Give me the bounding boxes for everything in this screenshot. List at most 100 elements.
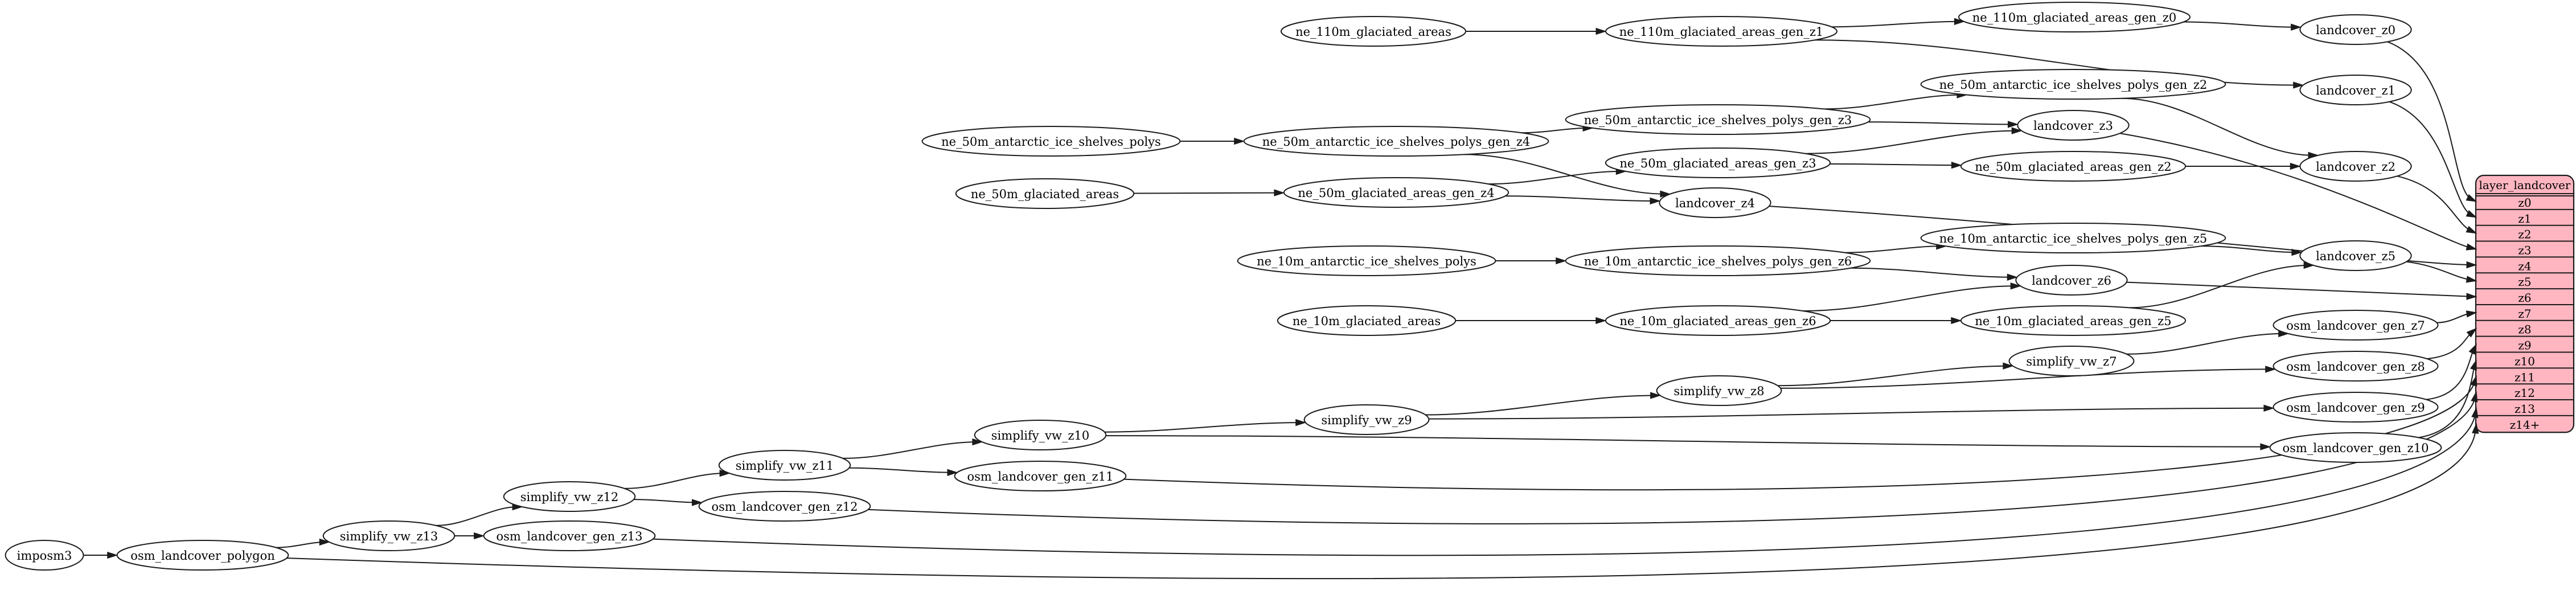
edge-ne-50m-antarctic-ice-shelves-polys-gen-z3-to-landcover-z3 <box>1868 121 2019 128</box>
edge-path <box>1429 407 2269 420</box>
node-landcover-z2: landcover_z2 <box>2299 151 2412 182</box>
arrowhead-icon <box>2470 375 2477 387</box>
arrowhead-icon <box>474 532 485 540</box>
edge-simplify-vw-z12-to-osm-landcover-gen-z12 <box>633 499 703 506</box>
table-row-z14: z14+ <box>2510 418 2540 432</box>
node-ne-10m-antarctic-ice-shelves-polys: ne_10m_antarctic_ice_shelves_polys <box>1237 245 1496 276</box>
node-label-simplify-vw-z9: simplify_vw_z9 <box>1321 413 1412 427</box>
edge-osm-landcover-gen-z7-to-z7 <box>2436 310 2477 323</box>
arrowhead-icon <box>107 551 118 559</box>
node-label-osm-landcover-polygon: osm_landcover_polygon <box>130 549 275 563</box>
table-row-z12: z12 <box>2515 386 2535 400</box>
node-label-ne-10m-glaciated-areas-gen-z5: ne_10m_glaciated_areas_gen_z5 <box>1975 314 2171 328</box>
edge-simplify-vw-z10-to-osm-landcover-gen-z10 <box>1106 435 2271 450</box>
edge-ne-50m-glaciated-areas-to-ne-50m-glaciated-areas-gen-z4 <box>1134 189 1285 196</box>
arrowhead-icon <box>2466 276 2477 283</box>
edge-path <box>633 499 697 503</box>
edge-path <box>1505 195 1655 202</box>
node-ellipse-landcover-z6 <box>2015 265 2128 296</box>
arrowhead-icon <box>2260 443 2271 450</box>
edge-path <box>1465 154 1665 195</box>
node-label-ne-110m-glaciated-areas-gen-z0: ne_110m_glaciated_areas_gen_z0 <box>1972 11 2177 24</box>
edge-path <box>1488 170 1621 185</box>
edge-ne-10m-antarctic-ice-shelves-polys-gen-z5-to-landcover-z5 <box>2201 245 2303 256</box>
arrowhead-icon <box>2470 359 2477 371</box>
edge-ne-110m-glaciated-areas-gen-z1-to-landcover-z1 <box>1815 39 2304 89</box>
arrowhead-icon <box>2466 327 2477 338</box>
edge-ne-50m-antarctic-ice-shelves-polys-to-ne-50m-antarctic-ice-shelves-polys-gen-z4 <box>1180 137 1245 145</box>
node-ellipse-osm-landcover-gen-z8 <box>2273 351 2439 382</box>
node-ne-10m-glaciated-areas: ne_10m_glaciated_areas <box>1277 305 1457 336</box>
arrowhead-icon <box>2291 248 2303 256</box>
arrowhead-icon <box>2011 127 2023 134</box>
edge-path <box>2201 245 2296 253</box>
edge-ne-10m-glaciated-areas-to-ne-10m-glaciated-areas-gen-z6 <box>1455 317 1607 325</box>
node-ellipse-osm-landcover-gen-z11 <box>954 461 1127 491</box>
arrowhead-icon <box>2472 423 2479 434</box>
node-ellipse-ne-50m-glaciated-areas-gen-z4 <box>1283 177 1509 208</box>
arrowhead-icon <box>2003 362 2014 370</box>
node-ellipse-ne-10m-glaciated-areas-gen-z5 <box>1960 305 2187 336</box>
table-row-z11: z11 <box>2515 370 2535 384</box>
edge-simplify-vw-z10-to-simplify-vw-z9 <box>1104 419 1307 433</box>
node-label-ne-50m-glaciated-areas-gen-z2: ne_50m_glaciated_areas_gen_z2 <box>1975 160 2171 174</box>
node-ellipse-landcover-z2 <box>2299 151 2412 182</box>
edge-ne-110m-glaciated-areas-to-ne-110m-glaciated-areas-gen-z1 <box>1466 27 1607 35</box>
node-label-simplify-vw-z8: simplify_vw_z8 <box>1673 384 1764 398</box>
arrowhead-icon <box>972 438 983 446</box>
edge-path <box>868 396 2476 524</box>
edge-osm-landcover-gen-z8-to-z8 <box>2427 327 2477 360</box>
node-ne-50m-antarctic-ice-shelves-polys-gen-z2: ne_50m_antarctic_ice_shelves_polys_gen_z… <box>1920 69 2226 100</box>
edge-ne-10m-antarctic-ice-shelves-polys-gen-z6-to-landcover-z6 <box>1850 267 2018 281</box>
edge-path <box>286 428 2477 580</box>
arrowhead-icon <box>1650 197 1661 205</box>
node-ne-10m-glaciated-areas-gen-z6: ne_10m_glaciated_areas_gen_z6 <box>1605 305 1831 336</box>
edge-path <box>1802 285 2016 311</box>
node-osm-landcover-polygon: osm_landcover_polygon <box>116 540 289 571</box>
node-landcover-z6: landcover_z6 <box>2015 265 2128 296</box>
node-label-ne-110m-glaciated-areas: ne_110m_glaciated_areas <box>1295 25 1451 39</box>
edge-ne-10m-antarctic-ice-shelves-polys-gen-z6-to-ne-10m-antarctic-ice-shelves-polys-gen-z5 <box>1845 243 1947 253</box>
node-ne-50m-antarctic-ice-shelves-polys: ne_50m_antarctic_ice_shelves_polys <box>921 126 1181 157</box>
node-ne-50m-glaciated-areas-gen-z3: ne_50m_glaciated_areas_gen_z3 <box>1605 147 1831 178</box>
edge-simplify-vw-z13-to-osm-landcover-gen-z13 <box>454 532 485 540</box>
node-ellipse-ne-10m-glaciated-areas-gen-z6 <box>1605 305 1831 336</box>
edge-path <box>1830 163 1956 166</box>
edge-simplify-vw-z13-to-simplify-vw-z12 <box>436 503 523 526</box>
edge-osm-landcover-gen-z11-to-z11 <box>1123 375 2477 491</box>
node-label-landcover-z3: landcover_z3 <box>2033 119 2113 133</box>
node-ellipse-ne-50m-antarctic-ice-shelves-polys-gen-z4 <box>1243 126 1549 157</box>
arrowhead-icon <box>1595 317 1607 325</box>
node-label-simplify-vw-z13: simplify_vw_z13 <box>340 530 438 543</box>
node-label-landcover-z0: landcover_z0 <box>2316 23 2395 37</box>
table-row-z13: z13 <box>2515 402 2535 416</box>
arrowhead-icon <box>1650 392 1662 399</box>
node-ellipse-landcover-z4 <box>1659 187 1771 218</box>
edge-path <box>2406 261 2472 281</box>
node-simplify-vw-z8: simplify_vw_z8 <box>1656 375 1782 406</box>
edge-ne-110m-glaciated-areas-gen-z0-to-landcover-z0 <box>2183 21 2302 31</box>
node-ellipse-ne-10m-antarctic-ice-shelves-polys <box>1237 245 1496 276</box>
edge-osm-landcover-gen-z12-to-z12 <box>868 391 2478 524</box>
node-landcover-z0: landcover_z0 <box>2299 14 2412 45</box>
edge-path <box>2397 175 2472 232</box>
node-label-ne-10m-antarctic-ice-shelves-polys-gen-z6: ne_10m_antarctic_ice_shelves_polys_gen_z… <box>1584 255 1852 268</box>
edge-path <box>1521 127 1588 134</box>
node-ne-50m-antarctic-ice-shelves-polys-gen-z4: ne_50m_antarctic_ice_shelves_polys_gen_z… <box>1243 126 1549 157</box>
node-ne-10m-antarctic-ice-shelves-polys-gen-z6: ne_10m_antarctic_ice_shelves_polys_gen_z… <box>1565 245 1871 276</box>
node-label-osm-landcover-gen-z13: osm_landcover_gen_z13 <box>497 530 643 543</box>
node-osm-landcover-gen-z11: osm_landcover_gen_z11 <box>954 461 1127 491</box>
table-row-z5: z5 <box>2518 275 2531 289</box>
node-label-osm-landcover-gen-z10: osm_landcover_gen_z10 <box>2283 441 2429 455</box>
node-landcover-z5: landcover_z5 <box>2299 240 2412 271</box>
node-ellipse-ne-110m-glaciated-areas-gen-z0 <box>1958 2 2191 32</box>
edge-simplify-vw-z9-to-simplify-vw-z8 <box>1425 392 1662 416</box>
edge-path <box>2427 331 2473 360</box>
node-ne-110m-glaciated-areas-gen-z1: ne_110m_glaciated_areas_gen_z1 <box>1605 16 1837 47</box>
edge-ne-10m-glaciated-areas-gen-z6-to-landcover-z6 <box>1802 282 2021 311</box>
node-ellipse-ne-50m-antarctic-ice-shelves-polys-gen-z3 <box>1565 104 1871 135</box>
edge-path <box>1106 435 2265 448</box>
node-landcover-z3: landcover_z3 <box>2017 110 2130 141</box>
